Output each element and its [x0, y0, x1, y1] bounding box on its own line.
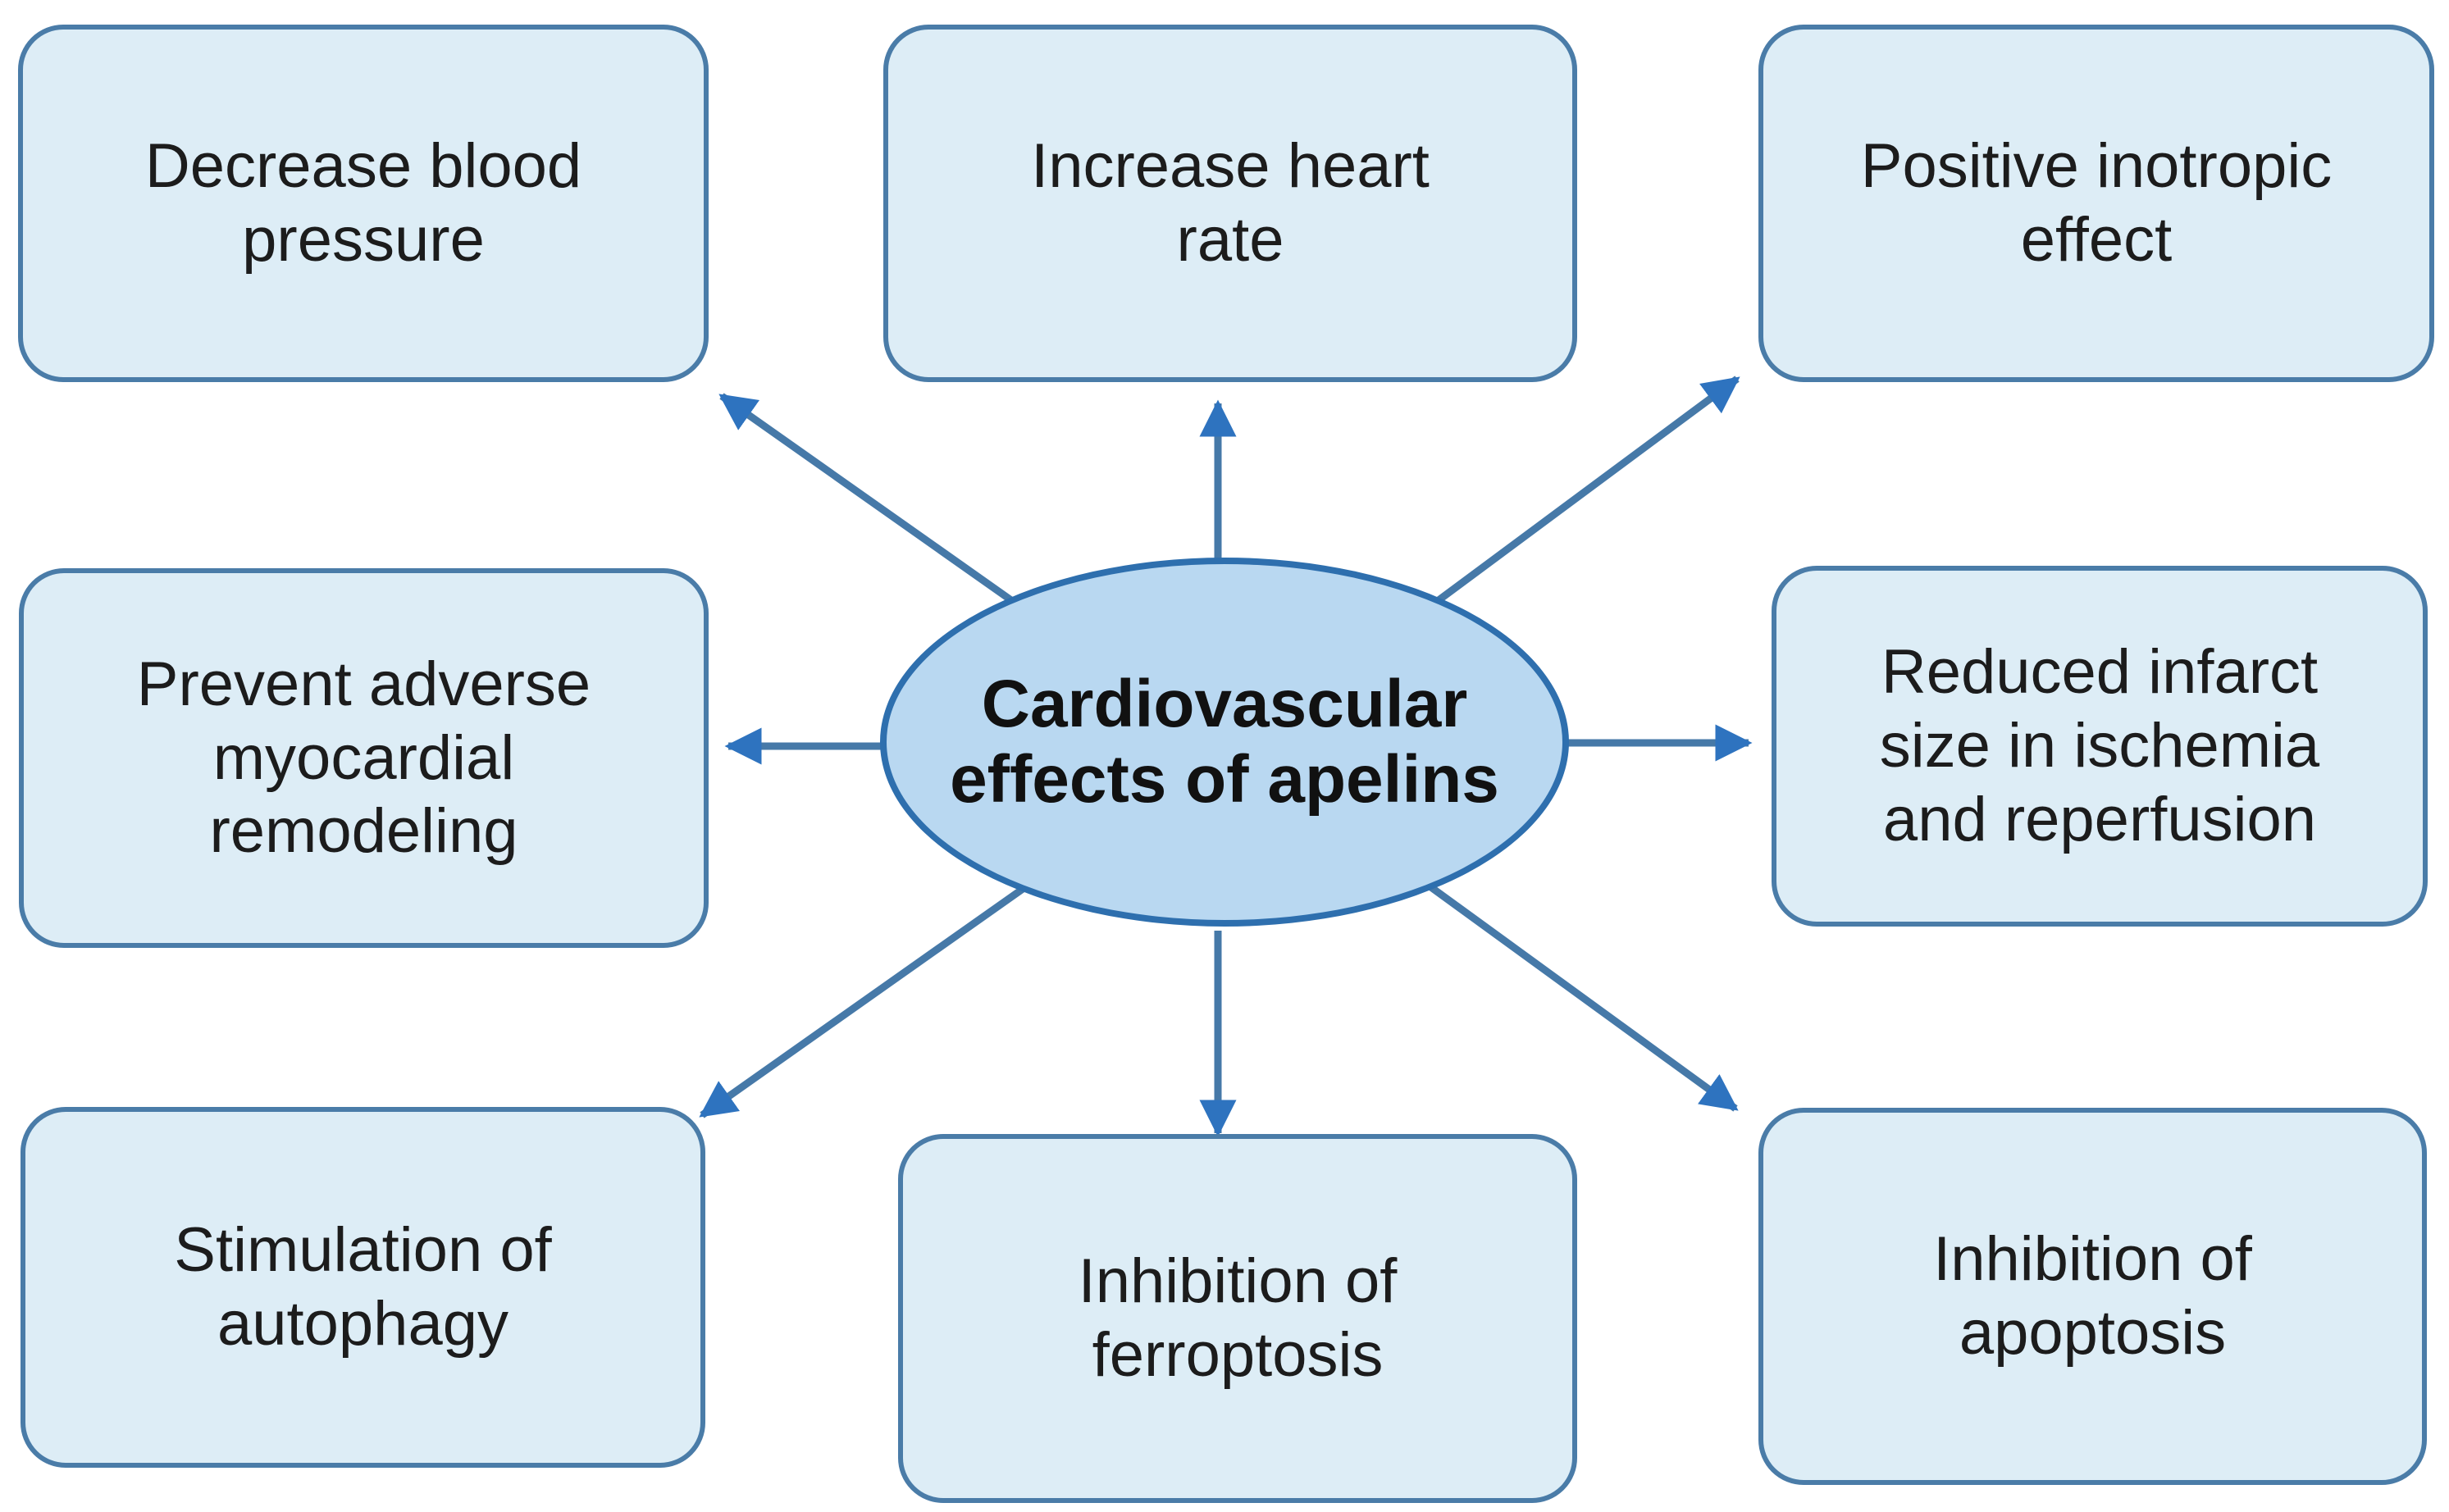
node-positive-inotropic-effect: Positive inotropic effect: [1758, 25, 2434, 382]
node-label: Increase heart rate: [1031, 131, 1430, 275]
arrow-up-left: [718, 393, 1019, 608]
node-increase-heart-rate: Increase heart rate: [883, 25, 1577, 382]
arrow-down-left: [699, 884, 1028, 1118]
node-label: Stimulation of autophagy: [174, 1215, 552, 1359]
node-inhibition-of-ferroptosis: Inhibition of ferroptosis: [898, 1134, 1577, 1503]
node-inhibition-of-apoptosis: Inhibition of apoptosis: [1758, 1108, 2427, 1485]
node-decrease-blood-pressure: Decrease blood pressure: [18, 25, 709, 382]
node-label: Prevent adverse myocardial remodeling: [136, 649, 591, 867]
arrow-down-right: [1426, 882, 1739, 1112]
arrow-up-right: [1433, 376, 1740, 606]
node-label: Positive inotropic effect: [1860, 131, 2333, 275]
node-label: Decrease blood pressure: [144, 131, 582, 275]
node-label: Inhibition of apoptosis: [1933, 1224, 2252, 1368]
node-label: Inhibition of ferroptosis: [1078, 1246, 1398, 1390]
center-ellipse-cardiovascular-effects-of-apelins: Cardiovascular effects of apelins: [880, 558, 1569, 927]
node-label: Reduced infarct size in ischemia and rep…: [1879, 637, 2320, 854]
node-stimulation-of-autophagy: Stimulation of autophagy: [21, 1107, 705, 1468]
node-prevent-adverse-myocardial-remodeling: Prevent adverse myocardial remodeling: [19, 568, 709, 948]
node-reduced-infarct-size-in-ischemia-and-reperfusion: Reduced infarct size in ischemia and rep…: [1772, 566, 2428, 927]
center-label: Cardiovascular effects of apelins: [950, 667, 1499, 817]
